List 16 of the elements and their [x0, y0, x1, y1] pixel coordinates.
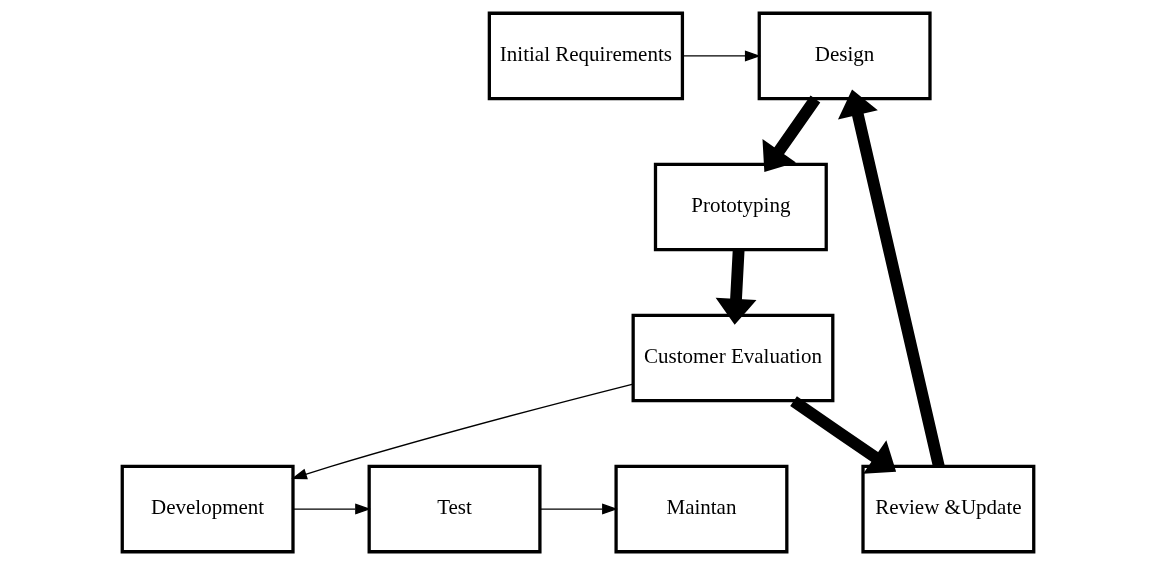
arrow — [761, 95, 820, 173]
arrow — [290, 383, 634, 480]
node-box: Development — [120, 464, 295, 554]
node-box: Design — [757, 11, 932, 101]
node-box: Prototyping — [653, 162, 828, 252]
node-box: Maintan — [613, 464, 788, 554]
arrow — [681, 50, 761, 62]
arrow — [292, 503, 371, 515]
node-box: Review &Update — [860, 464, 1035, 554]
arrow — [789, 396, 896, 474]
node-box: Test — [367, 464, 542, 554]
node-box: Initial Requirements — [487, 11, 684, 101]
node-box: Customer Evaluation — [631, 313, 834, 403]
arrow — [715, 249, 756, 325]
arrow — [837, 89, 945, 468]
arrow — [539, 503, 618, 515]
